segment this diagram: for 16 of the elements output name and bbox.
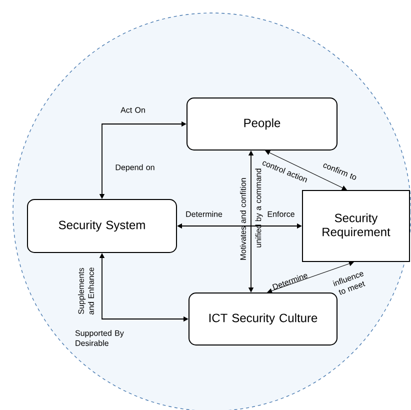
edge-label: control action <box>262 161 307 182</box>
edge-label: Determine <box>186 211 222 217</box>
box: Security Requirement <box>302 190 410 262</box>
note-label: confirm to <box>323 164 356 180</box>
note-label: Enforce <box>268 211 294 217</box>
note-label: unified by a command <box>255 168 263 248</box>
arrow <box>267 261 354 294</box>
edge-label: Motivates and confition <box>240 178 246 260</box>
arrow <box>265 150 347 190</box>
rounded-box: People <box>186 98 338 150</box>
edge-label: Supplements and Enhance <box>78 268 94 314</box>
rounded-box: Security System <box>27 199 177 253</box>
edge-label: Act On <box>120 107 145 113</box>
note-label: Depend on <box>116 164 154 172</box>
rounded-box: ICT Security Culture <box>188 292 338 346</box>
note-label: Supported By Desirable <box>75 330 124 346</box>
